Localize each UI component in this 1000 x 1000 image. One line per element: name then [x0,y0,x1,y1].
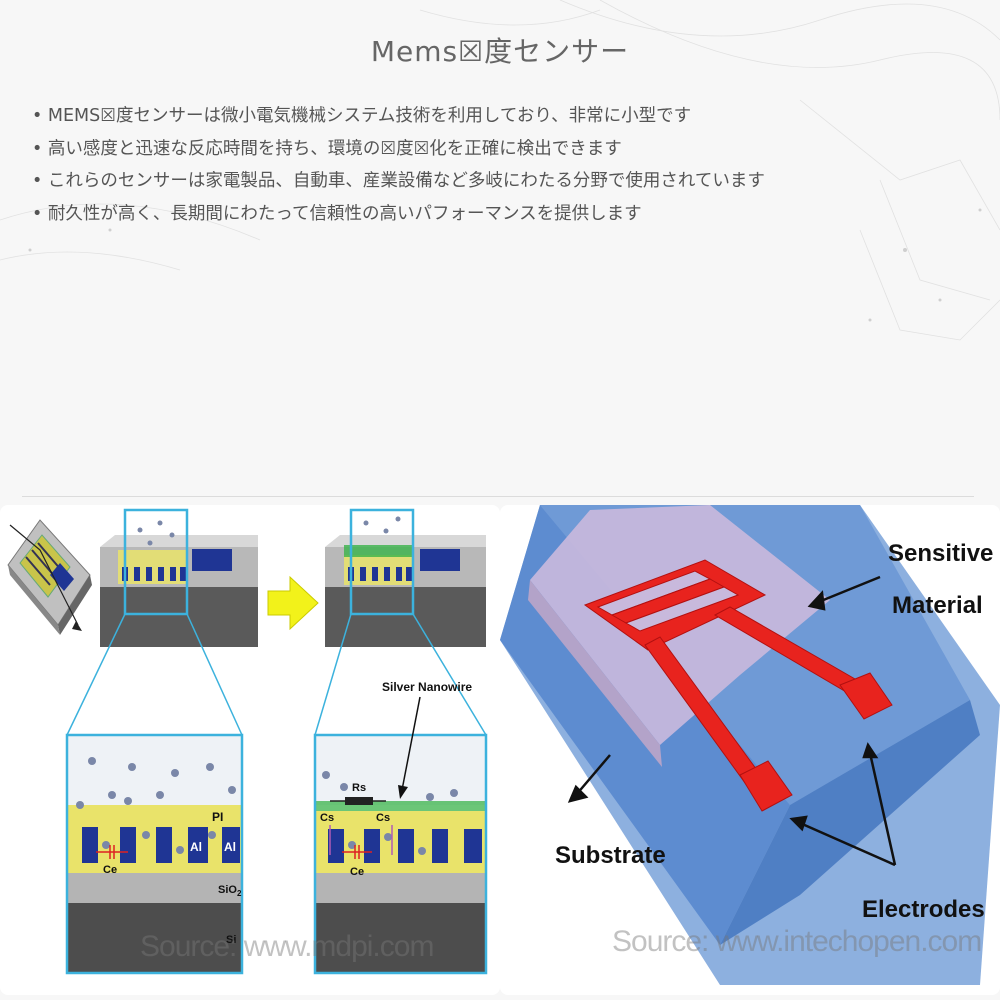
right-figure-panel: Sensitive Material Substrate Electrodes … [500,505,1000,995]
chip-device-image [7,519,92,635]
al-label: Al [190,840,202,854]
background-decoration [0,0,1000,341]
watermark: Source: www.mdpi.com [140,930,434,963]
rs-label: Rs [352,782,366,794]
zoom-lines [66,613,487,736]
ce-label: Ce [103,864,117,876]
sensitive-label: Sensitive [888,540,993,567]
material-label: Material [892,592,983,619]
bullet-item: MEMS☒度センサーは微小電気機械システム技術を利用しており、非常に小型です [32,100,972,133]
bullet-list: MEMS☒度センサーは微小電気機械システム技術を利用しており、非常に小型です 高… [32,100,972,230]
page-title: Mems☒度センサー [370,35,630,68]
sensor-block-after [325,508,486,647]
left-figure-panel: PI Al Al Ce SiO2 Si [0,505,500,995]
substrate-label: Substrate [555,842,666,869]
bullet-item: 耐久性が高く、長期間にわたって信頼性の高いパフォーマンスを提供します [32,198,972,231]
pi-label: PI [212,810,223,824]
divider [22,496,974,497]
bullet-item: これらのセンサーは家電製品、自動車、産業設備など多岐にわたる分野で使用されていま… [32,165,972,198]
si-label: Si [226,934,236,946]
right-figure-diagram: Sensitive Material Substrate Electrodes [500,505,1000,985]
left-figure-diagram: PI Al Al Ce SiO2 Si [7,508,488,975]
sio2-label: SiO2 [218,884,242,898]
sensor-block-before [100,508,258,647]
zoom-detail-before: PI Al Al Ce SiO2 Si [65,733,244,975]
cs-label: Cs [320,812,334,824]
bullet-item: 高い感度と迅速な反応時間を持ち、環境の☒度☒化を正確に検出できます [32,133,972,166]
electrodes-label: Electrodes [862,896,985,923]
cs-label: Cs [376,812,390,824]
process-arrow [267,575,319,631]
al-label: Al [224,840,236,854]
watermark: Source: www.intechopen.com [612,925,982,958]
zoom-detail-after: Rs Cs Cs Ce [313,733,488,975]
ce-label: Ce [350,866,364,878]
silver-nanowire-label: Silver Nanowire [382,680,472,694]
label-group: Sensitive Material Substrate Electrodes [555,540,993,923]
